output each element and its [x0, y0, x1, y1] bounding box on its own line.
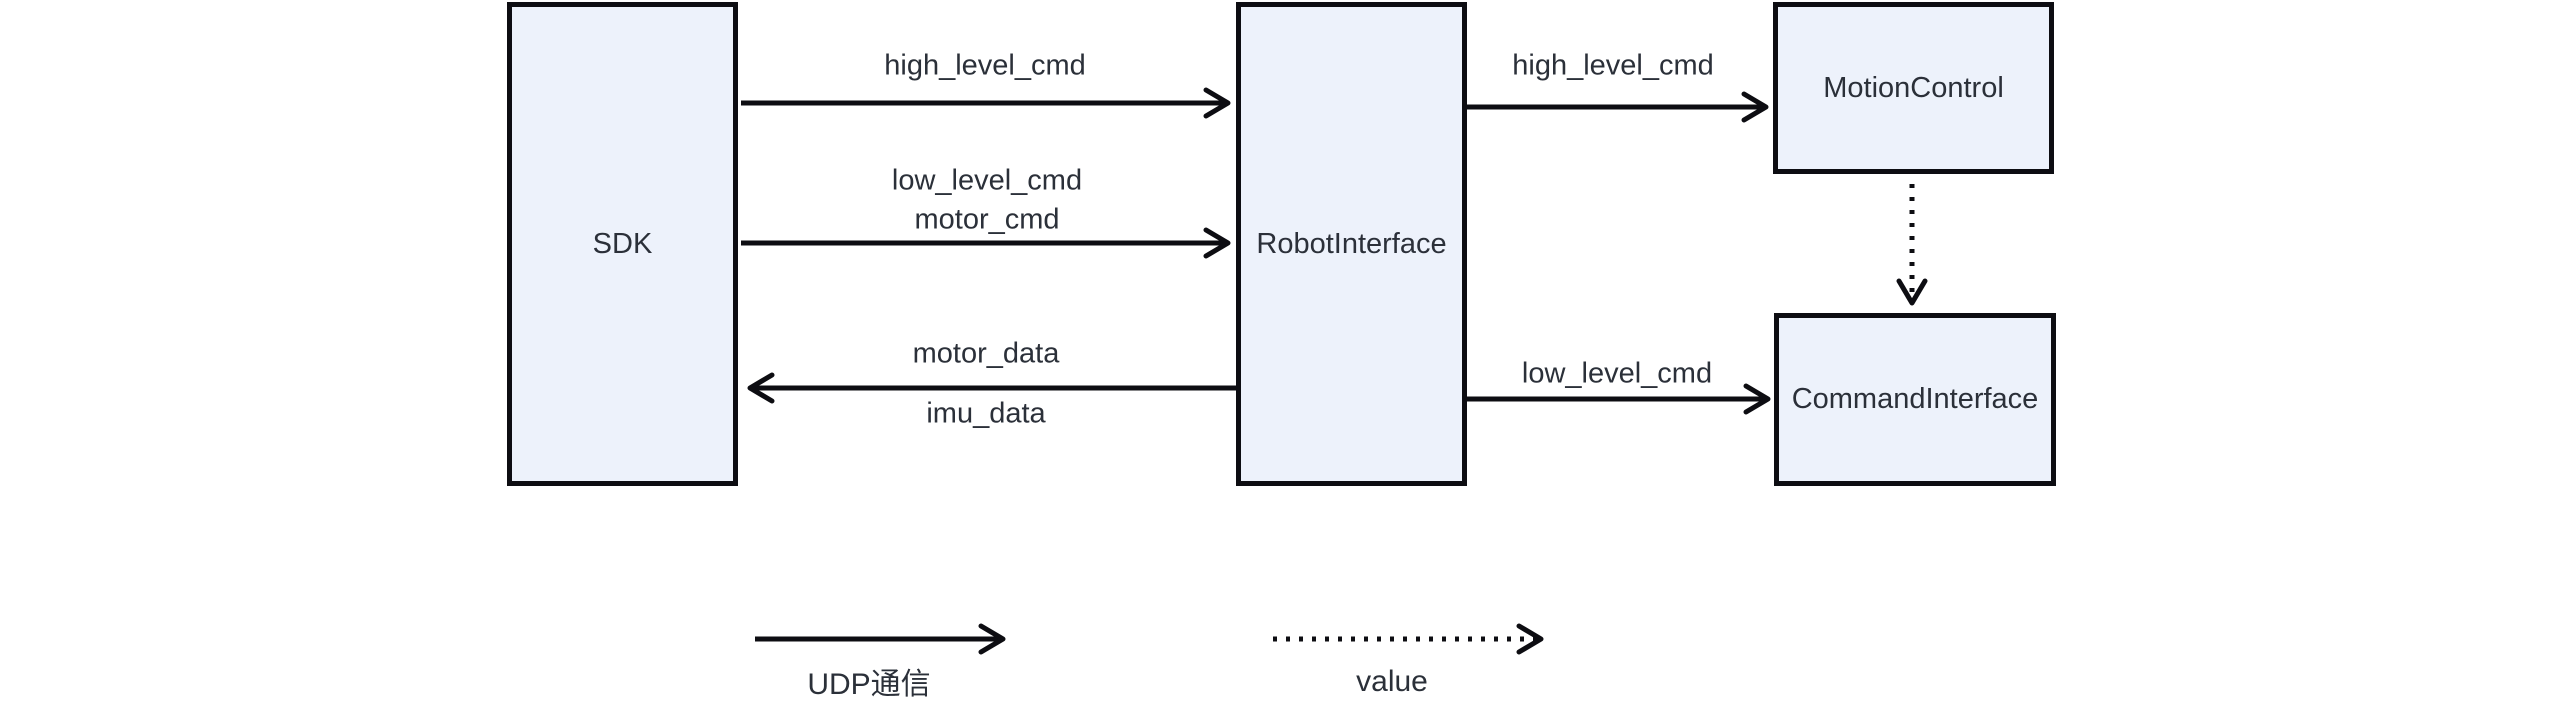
- node-sdk-label: SDK: [592, 227, 653, 260]
- node-robot-interface: RobotInterface: [1236, 2, 1467, 486]
- edge-label-imu-data: imu_data: [926, 397, 1046, 430]
- node-command-interface: CommandInterface: [1774, 313, 2056, 486]
- node-robot-interface-label: RobotInterface: [1256, 227, 1447, 260]
- edge-label-low-level-cmd-left: low_level_cmd: [891, 164, 1083, 197]
- node-motion-control: MotionControl: [1773, 2, 2054, 174]
- legend-dotted-arrow-label: value: [1356, 665, 1428, 698]
- node-command-interface-label: CommandInterface: [1791, 383, 2039, 415]
- legend-solid-arrow-label: UDP通信: [807, 668, 931, 701]
- node-sdk: SDK: [507, 2, 738, 486]
- edge-label-high-level-cmd-right: high_level_cmd: [1512, 49, 1714, 82]
- node-motion-control-label: MotionControl: [1823, 71, 2004, 104]
- edge-label-high-level-cmd-left: high_level_cmd: [884, 49, 1086, 82]
- edge-label-low-level-cmd-right: low_level_cmd: [1521, 357, 1713, 390]
- edge-label-motor-data: motor_data: [912, 337, 1060, 370]
- edge-label-motor-cmd: motor_cmd: [914, 203, 1060, 236]
